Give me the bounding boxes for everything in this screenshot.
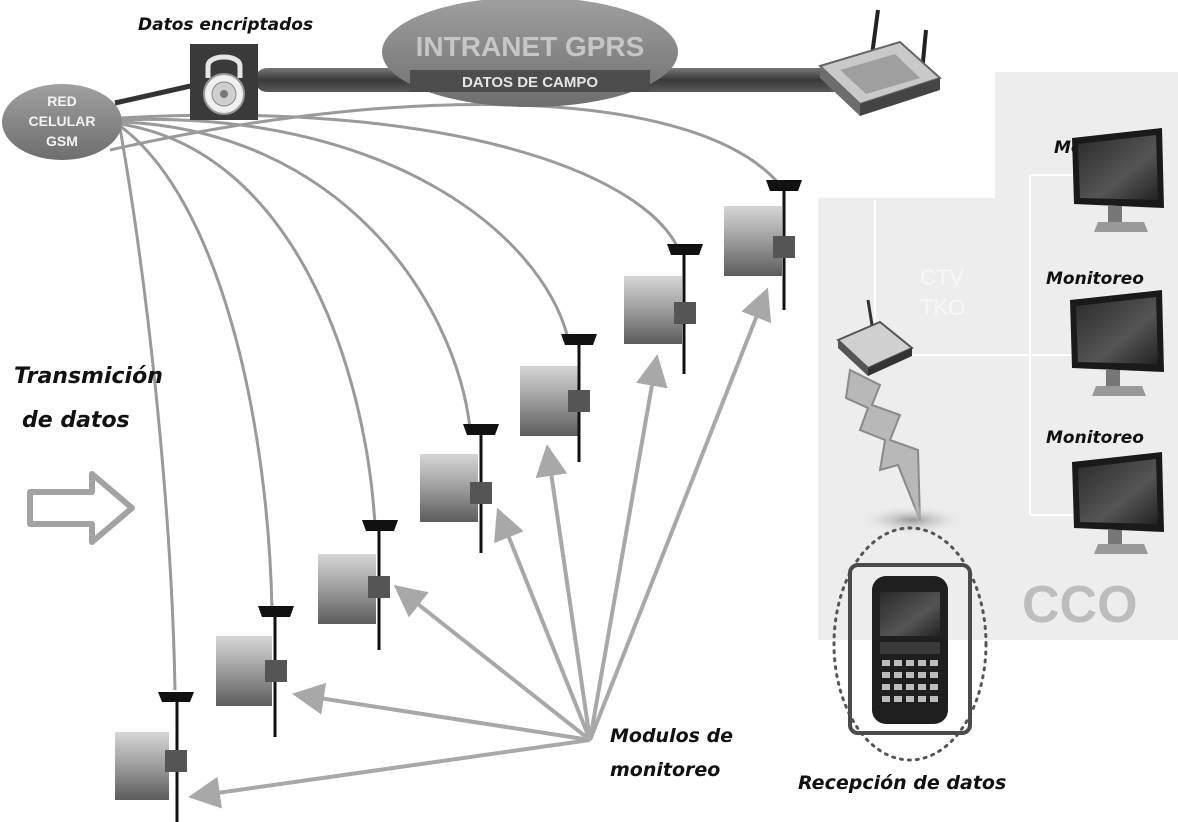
desktop-monitor-icon xyxy=(1072,452,1164,554)
module-7 xyxy=(724,180,802,310)
gsm-label-3: GSM xyxy=(46,133,78,149)
padlock-icon xyxy=(190,44,258,120)
receiver-device-icon xyxy=(836,299,914,376)
cco-label: CCO xyxy=(1022,576,1138,634)
transmission-arcs xyxy=(109,103,782,691)
lightning-bolt-icon xyxy=(844,368,921,521)
desktop-monitor-icon xyxy=(1070,290,1164,396)
faint-text-2: TKO xyxy=(920,295,965,320)
gsm-label-1: RED xyxy=(47,93,77,109)
reception-label: Recepción de datos xyxy=(798,772,1006,794)
monitor-2: Monitoreo xyxy=(1046,269,1164,396)
module-6 xyxy=(624,244,703,374)
monitor-2-label: Monitoreo xyxy=(1046,269,1144,289)
smartphone-icon xyxy=(832,526,988,762)
monitor-1: Monitoreo xyxy=(1054,128,1164,232)
module-1 xyxy=(115,692,194,822)
gsm-link-line xyxy=(114,82,196,106)
outline-arrow-right-icon xyxy=(27,471,135,545)
field-data-label: DATOS DE CAMPO xyxy=(462,74,598,91)
signal-glow xyxy=(857,505,967,535)
monitoring-modules xyxy=(115,180,802,822)
monitor-3: Monitoreo xyxy=(1046,428,1164,554)
transmission-label-2: de datos xyxy=(22,408,130,433)
desktop-monitor-icon xyxy=(1072,128,1164,232)
modules-label-2: monitoreo xyxy=(610,759,720,781)
module-5 xyxy=(520,334,597,462)
encrypted-label: Datos encriptados xyxy=(138,15,313,35)
module-pointer-arrows xyxy=(188,287,772,809)
monitor-3-label: Monitoreo xyxy=(1046,428,1144,448)
module-2 xyxy=(216,606,294,737)
gsm-network-oval xyxy=(2,84,122,160)
module-4 xyxy=(420,424,499,553)
intranet-label: INTRANET GPRS xyxy=(416,31,645,62)
modules-label-1: Modulos de xyxy=(610,725,733,747)
wireless-router-icon xyxy=(818,9,942,116)
faint-text-1: CTV xyxy=(920,265,964,290)
gsm-label-2: CELULAR xyxy=(29,113,96,129)
transmission-label-1: Transmición xyxy=(14,364,163,389)
module-3 xyxy=(318,520,398,650)
